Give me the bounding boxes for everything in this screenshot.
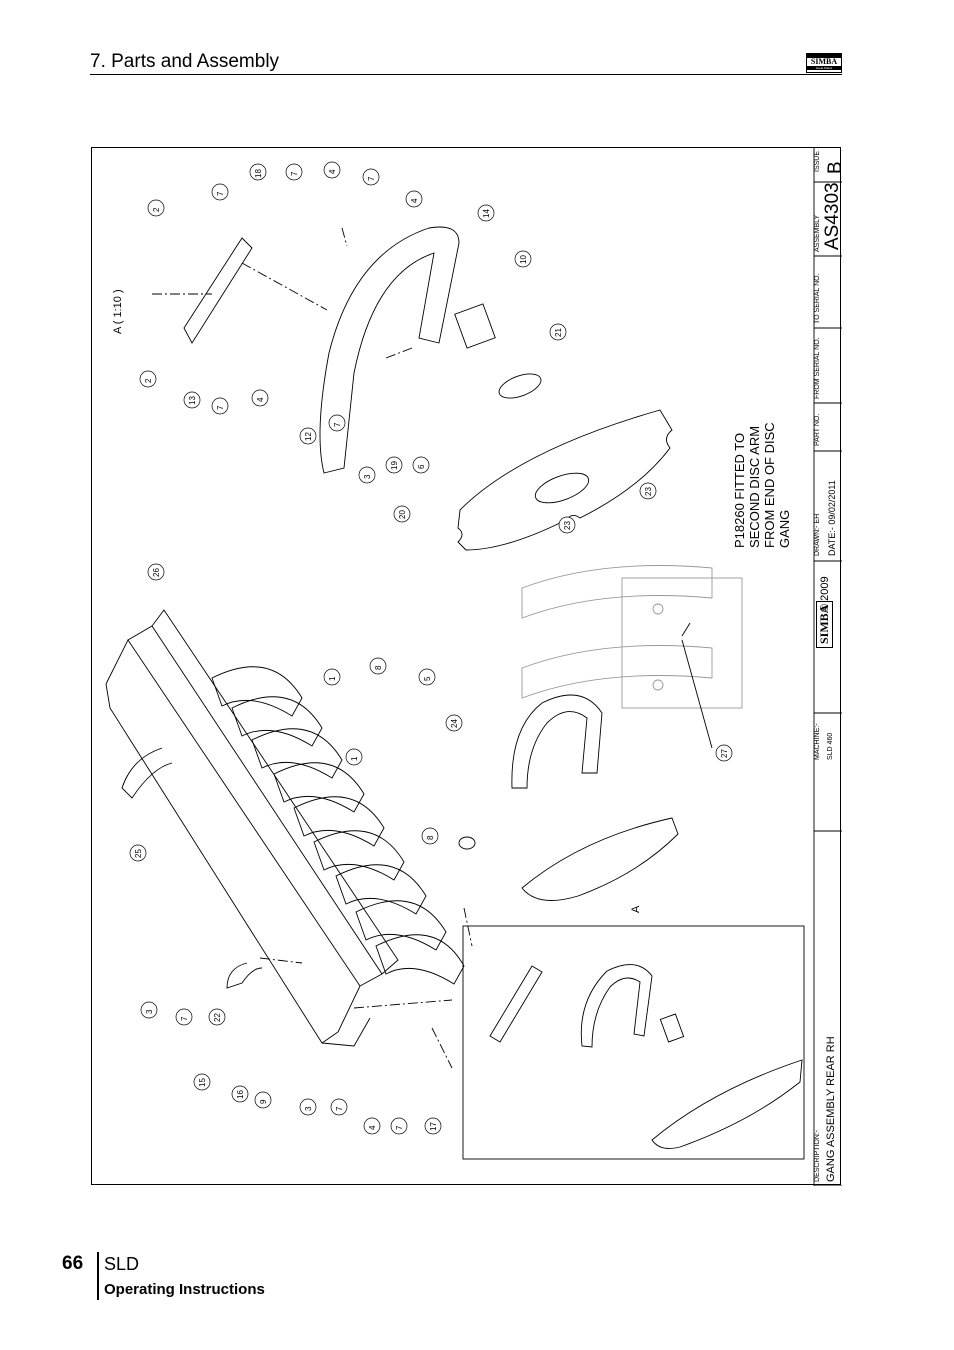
callout: 7 bbox=[216, 191, 225, 196]
callout: 3 bbox=[304, 1106, 313, 1111]
callout: 2 bbox=[144, 378, 153, 383]
description-value: GANG ASSEMBLY REAR RH bbox=[825, 1036, 837, 1182]
callout: 7 bbox=[395, 1125, 404, 1130]
assembly-label: ASSEMBLY bbox=[814, 214, 821, 252]
callout: 8 bbox=[426, 835, 435, 840]
footer-model: SLD bbox=[104, 1254, 140, 1274]
callout: 27 bbox=[720, 749, 729, 758]
callout: 7 bbox=[367, 176, 376, 181]
issue-value: B bbox=[825, 161, 846, 174]
issue-label: ISSUE bbox=[814, 150, 821, 172]
callout: 7 bbox=[290, 171, 299, 176]
callout-circles bbox=[129, 161, 733, 1135]
detail-label: A ( 1:10 ) bbox=[112, 289, 124, 334]
copyright: © 2009 bbox=[819, 576, 831, 612]
machine-value: SLD 460 bbox=[827, 732, 834, 760]
callout: 4 bbox=[368, 1125, 377, 1130]
callout: 4 bbox=[256, 397, 265, 402]
callout: 15 bbox=[198, 1078, 207, 1087]
header-rule bbox=[90, 74, 842, 75]
callout: 26 bbox=[152, 568, 161, 577]
technical-drawing: 2 7 18 7 4 7 4 14 10 21 2 13 7 4 12 7 3 … bbox=[91, 147, 846, 1186]
callout: 10 bbox=[519, 255, 528, 264]
callout: 14 bbox=[482, 209, 491, 218]
callout: 1 bbox=[328, 676, 337, 681]
callout: 3 bbox=[363, 474, 372, 479]
drawn-by: DRAWN:- EH bbox=[814, 513, 821, 556]
callout: 6 bbox=[417, 464, 426, 469]
simba-logo: SIMBA Great Plains bbox=[806, 53, 842, 73]
callout: 12 bbox=[304, 432, 313, 441]
drawing-date: DATE:- 09/02/2011 bbox=[827, 480, 837, 556]
assembly-number: AS4303 bbox=[822, 182, 843, 250]
from-serial-label: FROM SERIAL NO. bbox=[814, 337, 821, 399]
callout: 19 bbox=[390, 461, 399, 470]
callout: 4 bbox=[410, 198, 419, 203]
callout: 24 bbox=[450, 719, 459, 728]
callout: 4 bbox=[328, 169, 337, 174]
callout: 23 bbox=[644, 487, 653, 496]
callout: 13 bbox=[188, 396, 197, 405]
page-number: 66 bbox=[62, 1253, 84, 1274]
view-marker: A bbox=[630, 905, 642, 913]
footer-divider bbox=[97, 1252, 99, 1300]
to-serial-label: TO SERIAL NO. bbox=[814, 273, 821, 324]
callout: 21 bbox=[554, 328, 563, 337]
callout: 7 bbox=[216, 405, 225, 410]
callout: 20 bbox=[398, 510, 407, 519]
description-label: DESCRIPTION:- bbox=[814, 1129, 821, 1182]
callout: 23 bbox=[563, 521, 572, 530]
callout: 16 bbox=[236, 1090, 245, 1099]
callout: 7 bbox=[333, 422, 342, 427]
callout: 22 bbox=[213, 1013, 222, 1022]
part-no-label: PART NO. bbox=[814, 413, 821, 446]
callout: 7 bbox=[335, 1106, 344, 1111]
callout: 2 bbox=[152, 207, 161, 212]
callout: 1 bbox=[350, 756, 359, 761]
callout: 8 bbox=[374, 665, 383, 670]
callout: 18 bbox=[254, 169, 263, 178]
callout: 5 bbox=[423, 676, 432, 681]
callout: 17 bbox=[429, 1122, 438, 1131]
callout: 7 bbox=[180, 1016, 189, 1021]
callout: 9 bbox=[259, 1099, 268, 1104]
callout: 3 bbox=[145, 1009, 154, 1014]
callout: 25 bbox=[134, 849, 143, 858]
page-title: 7. Parts and Assembly bbox=[90, 51, 280, 72]
footer-subtitle: Operating Instructions bbox=[104, 1281, 265, 1298]
machine-label: MACHINE:- bbox=[814, 723, 821, 760]
drawing-linework bbox=[105, 148, 842, 1186]
